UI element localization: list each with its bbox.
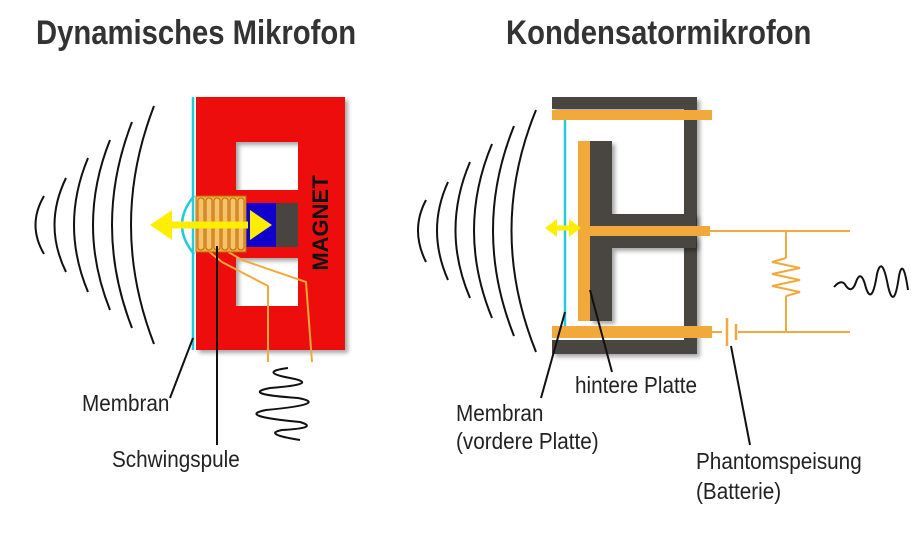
phantom-power-label-line2: (Batterie) — [696, 478, 782, 504]
phantom-power-label-line1: Phantomspeisung — [696, 448, 862, 474]
condenser-movement-arrow — [545, 219, 581, 237]
pole-piece — [276, 203, 298, 247]
membrane-label: Membran — [82, 390, 170, 416]
condenser-output-signal — [833, 265, 909, 298]
back-plate-pointer — [589, 289, 613, 373]
title-condenser-microphone: Kondensatormikrofon — [506, 14, 812, 52]
dynamic-sound-waves — [34, 105, 155, 345]
battery-symbol — [725, 318, 738, 346]
condenser-membrane-label-line1: Membran — [456, 400, 544, 426]
condenser-membrane-label-line2: (vordere Platte) — [456, 428, 599, 454]
phantom-power-pointer — [730, 345, 751, 446]
membrane-pointer — [169, 337, 194, 399]
title-dynamic-microphone: Dynamisches Mikrofon — [36, 14, 357, 52]
dynamic-movement-arrow — [150, 210, 272, 240]
condenser-circuit — [710, 230, 850, 333]
magnet-label: MAGNET — [308, 175, 333, 271]
condenser-sound-waves — [417, 109, 537, 353]
condenser-housing — [552, 97, 697, 354]
condenser-plates — [552, 110, 712, 338]
voice-coil-label: Schwingspule — [112, 446, 240, 472]
back-plate-label: hintere Platte — [575, 372, 697, 398]
dynamic-output-signal — [255, 367, 310, 441]
coil-lead-wires — [206, 249, 313, 363]
condenser-membrane-pointer — [540, 311, 566, 399]
